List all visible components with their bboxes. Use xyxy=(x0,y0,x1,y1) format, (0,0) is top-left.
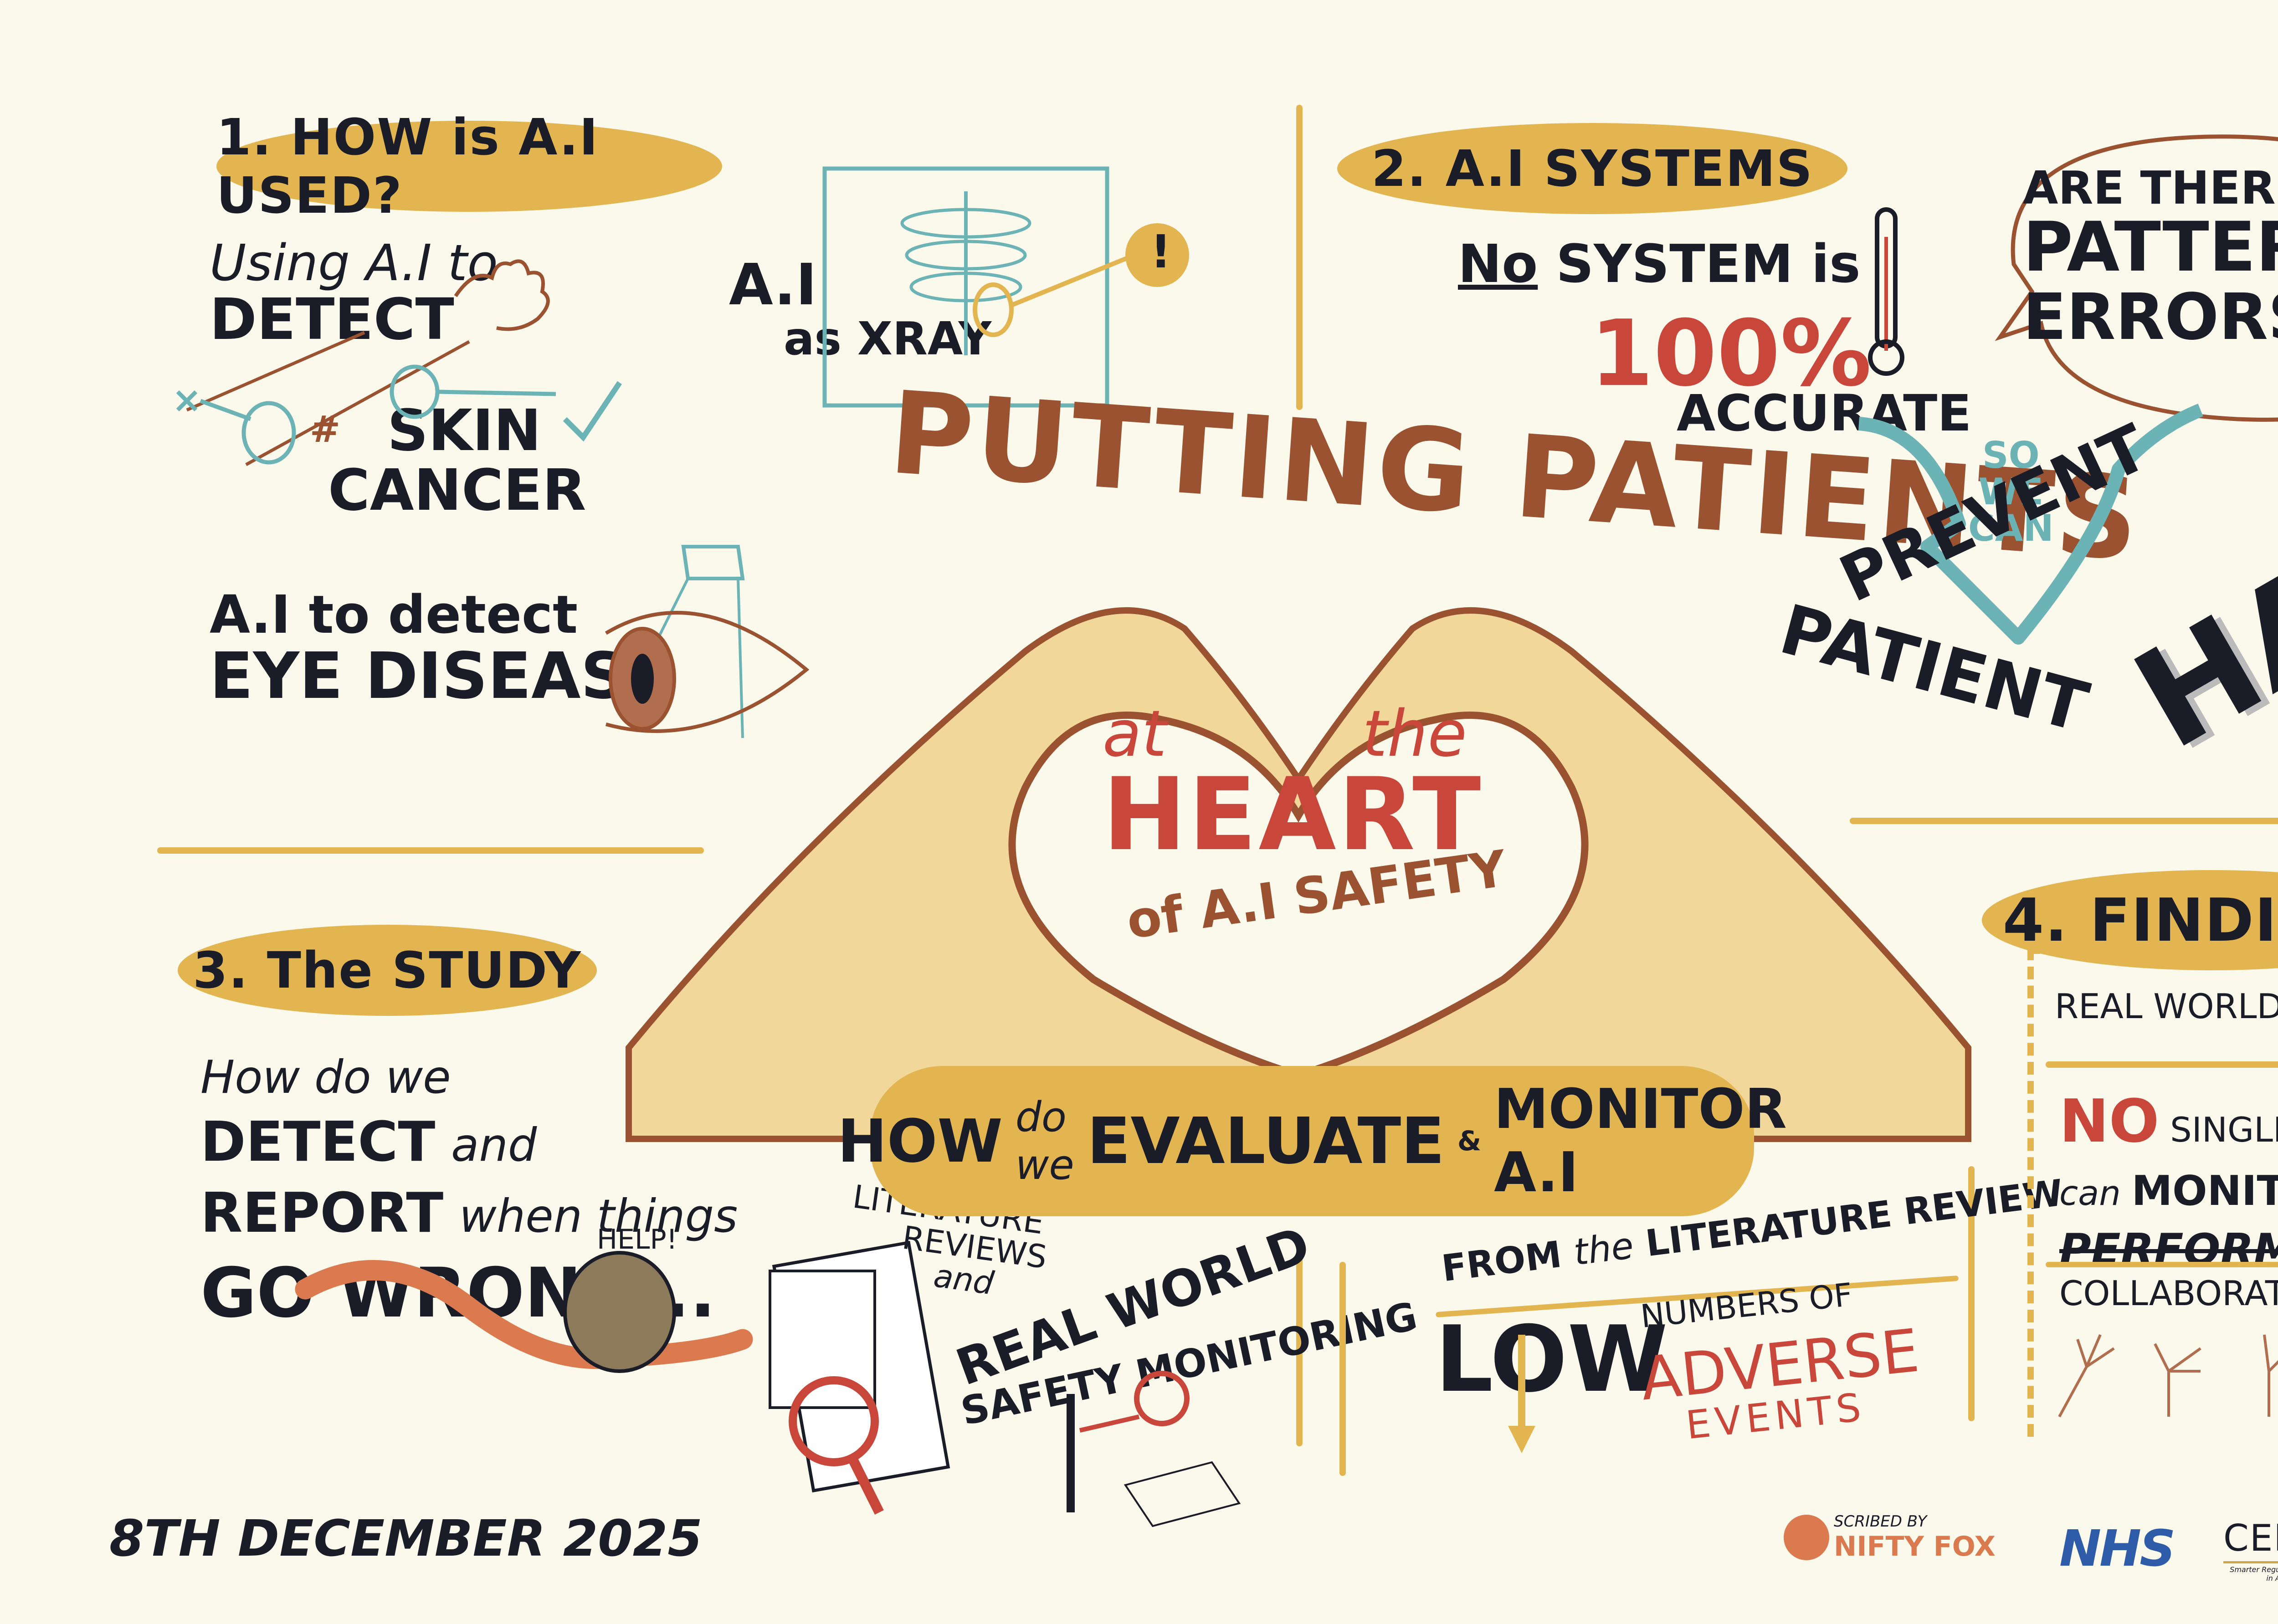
can-word: CAN xyxy=(1968,507,2054,549)
evaluate-monitor: MONITOR A.I xyxy=(1494,1078,1787,1204)
finding-collaboration: COLLABORATION is KEY xyxy=(2059,1273,2278,1313)
nhs-logo: NHS xyxy=(2059,1519,2175,1578)
finding-no-single-group: NO SINGLE GROUP can MONITOR A.I PERFORMA… xyxy=(2059,1086,2278,1275)
section1-heading: 1. HOW is A.I USED? xyxy=(216,108,722,225)
xray-icon xyxy=(822,166,1189,408)
xray-line1: A.I xyxy=(729,252,817,318)
so-word: SO xyxy=(1982,434,2040,476)
section3-heading: 3. The STUDY xyxy=(178,925,597,1016)
lit-box-left-border xyxy=(1339,1262,1346,1476)
evaluate-banner: HOW do we EVALUATE & MONITOR A.I xyxy=(837,1066,1787,1216)
eye-text: A.I to detect EYE DISEASE xyxy=(210,588,670,710)
bubble-line2: PATTERNS in xyxy=(2023,208,2278,287)
heart-hands-icon xyxy=(626,607,1971,1142)
fox-icon xyxy=(1784,1515,1829,1560)
thermometer-icon xyxy=(1868,207,1904,376)
eye-line2: EYE DISEASE xyxy=(210,639,670,713)
so-we-can: SO WE CAN xyxy=(1968,437,2054,547)
low-text: LOW xyxy=(1435,1306,1668,1413)
skin-line2: DETECT xyxy=(210,286,454,353)
finding-divider-1 xyxy=(2046,1061,2278,1068)
lit-box-right-border xyxy=(1968,1166,1975,1421)
divider-horizontal-left xyxy=(157,847,704,854)
svg-text:#: # xyxy=(310,408,340,451)
we-word: WE xyxy=(1978,471,2044,513)
nifty-fox-logo: SCRIBED BY NIFTY FOX xyxy=(1784,1512,1996,1563)
nifty-fox-text: SCRIBED BY NIFTY FOX xyxy=(1834,1512,1996,1563)
question-line1: How do we xyxy=(200,1050,451,1104)
no-system-rest: SYSTEM is xyxy=(1556,234,1861,295)
question-line2: DETECT and xyxy=(200,1111,537,1174)
evaluate-do-we: do we xyxy=(1015,1093,1074,1189)
event-date: 8TH DECEMBER 2025 xyxy=(109,1509,703,1568)
xray-alert-icon: ! xyxy=(1150,225,1171,278)
heart-the: the xyxy=(1362,697,1467,771)
evaluate-word: EVALUATE xyxy=(1087,1104,1445,1178)
accurate-text: ACCURATE xyxy=(1677,384,1972,442)
skin-line4: CANCER xyxy=(328,457,586,524)
help-text: HELP! xyxy=(597,1224,677,1255)
divider-horizontal-right xyxy=(1850,818,2278,824)
skin-line1: Using A.I to xyxy=(210,234,498,292)
documents-icon xyxy=(769,1240,950,1515)
percent-100: 100% xyxy=(1590,301,1872,407)
divider-vertical-bottom xyxy=(1296,1255,1303,1446)
finding-divider-2 xyxy=(2046,1262,2278,1267)
evaluate-how: HOW xyxy=(837,1107,1003,1176)
no-system-text: No SYSTEM is xyxy=(1458,237,1861,292)
skin-lesion-icon: # xyxy=(176,259,622,466)
speech-bubble xyxy=(1995,134,2278,422)
heart-main: HEART xyxy=(1103,756,1483,873)
raised-hands-icon xyxy=(2058,1334,2278,1418)
no-underlined: No xyxy=(1458,234,1538,295)
skin-cancer-text: Using A.I to DETECT xyxy=(210,234,498,353)
xray-text: A.I as XRAY xyxy=(729,255,991,363)
divider-vertical-top xyxy=(1296,105,1303,410)
question-line3: REPORT when things xyxy=(200,1182,738,1245)
finding-real-world: REAL WORLD MONITORING xyxy=(2055,986,2278,1026)
person-magnifier-icon xyxy=(1067,1371,1241,1527)
heart-at: at xyxy=(1103,697,1167,771)
evaluate-amp: & xyxy=(1457,1125,1482,1157)
eye-icon xyxy=(605,545,810,738)
skin-line3: SKIN xyxy=(387,398,542,464)
skin-cancer-label: SKIN CANCER xyxy=(328,401,586,521)
arrow-down-icon xyxy=(1858,404,2203,645)
bubble-line1: ARE THERE xyxy=(2023,161,2278,215)
down-arrow-icon xyxy=(1508,1335,1535,1453)
findings-box xyxy=(2027,948,2278,1437)
boulder-figure-icon xyxy=(295,1251,753,1373)
section2-heading: 2. A.I SYSTEMS xyxy=(1337,123,1847,214)
eye-line1: A.I to detect xyxy=(210,584,578,646)
xray-line2: as XRAY xyxy=(784,312,992,366)
cersi-ai-logo: CERSI AI Smarter Regulation for Better I… xyxy=(2223,1517,2278,1583)
